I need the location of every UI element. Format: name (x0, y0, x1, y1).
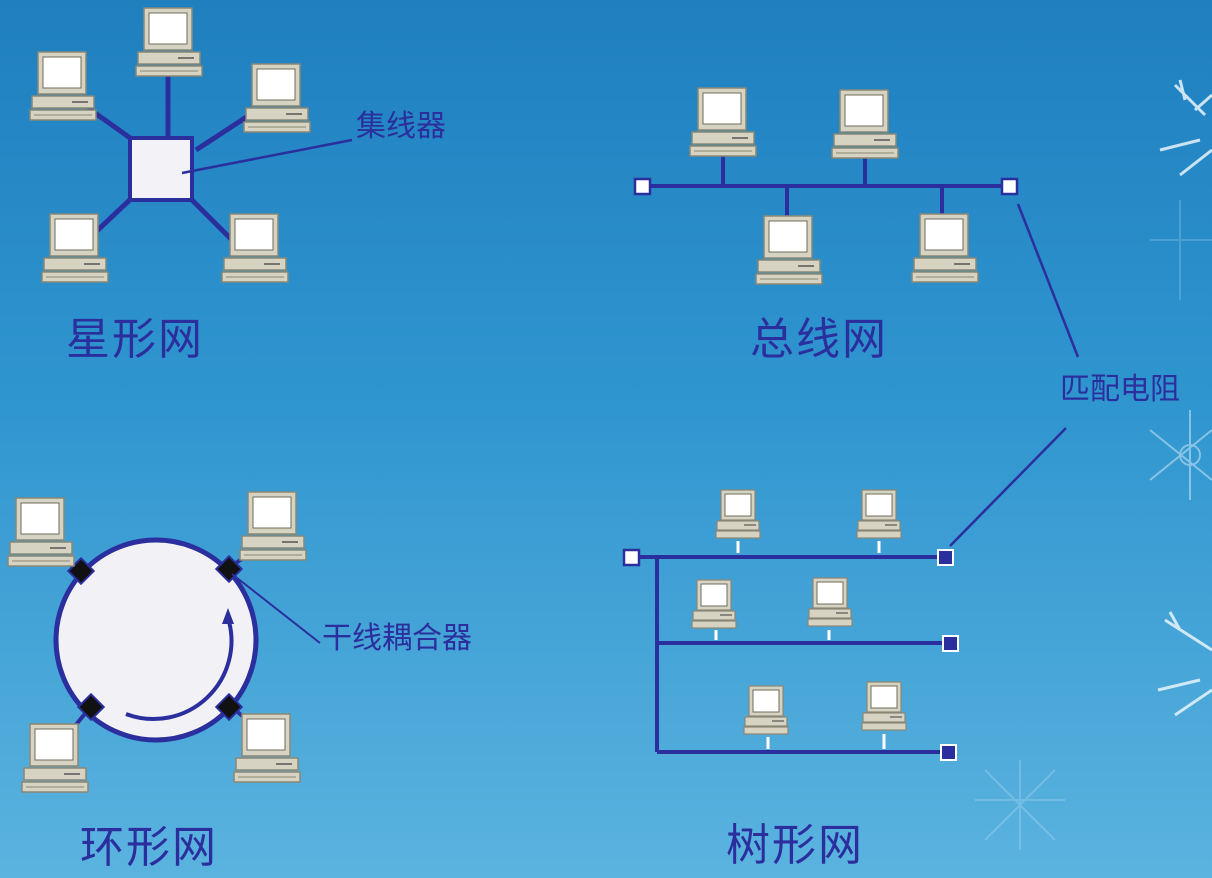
hub (128, 136, 194, 202)
terminator (1000, 177, 1019, 196)
computer-icon (861, 681, 907, 731)
computer-icon (911, 213, 979, 283)
computer-icon (743, 685, 789, 735)
coupler-label: 干线耦合器 (322, 621, 472, 656)
computer-icon (689, 87, 757, 157)
snowflake-decoration (975, 200, 1212, 850)
snowflake-decoration (1157, 79, 1212, 717)
terminator (633, 177, 652, 196)
computer-icon (21, 723, 89, 793)
computer-icon (239, 491, 307, 561)
tree-network-label: 树形网 (726, 820, 864, 871)
computer-icon (755, 215, 823, 285)
terminator (937, 549, 954, 566)
terminator (942, 635, 959, 652)
terminator (940, 744, 957, 761)
ring-network-label: 环形网 (80, 822, 218, 873)
ring (53, 537, 259, 743)
bus-network-label: 总线网 (750, 314, 888, 365)
computer-icon (691, 579, 737, 629)
computer-icon (221, 213, 289, 283)
coupler (66, 554, 244, 722)
hub-label: 集线器 (356, 109, 446, 144)
computer-icon (135, 7, 203, 77)
terminator-label: 匹配电阻 (1060, 372, 1180, 407)
computer-icon (29, 51, 97, 121)
tree-network (640, 555, 942, 754)
computer-icon (715, 489, 761, 539)
computer-icon (233, 713, 301, 783)
computer-icon (807, 577, 853, 627)
computer-icon (831, 89, 899, 159)
computer-icon (243, 63, 311, 133)
terminator (622, 548, 641, 567)
computer-icon (7, 497, 75, 567)
computer-icon (856, 489, 902, 539)
bus-network (650, 155, 1004, 218)
computer-icon (41, 213, 109, 283)
star-network-label: 星形网 (66, 314, 204, 365)
